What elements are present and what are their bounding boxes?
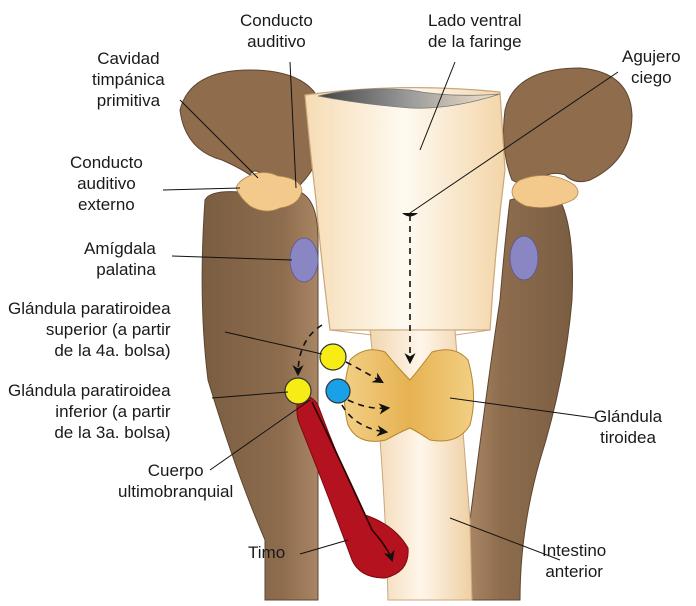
ultimobranchial-body	[326, 379, 350, 403]
pharynx-floor	[305, 88, 505, 330]
superior-parathyroid	[320, 344, 346, 370]
palatine-tonsil-right	[510, 236, 538, 280]
tympanic-cavity-right	[512, 175, 578, 207]
left-arches	[180, 70, 325, 600]
palatine-tonsil-left	[290, 238, 318, 282]
label-timo: Timo	[248, 542, 285, 563]
inferior-parathyroid	[285, 378, 311, 404]
